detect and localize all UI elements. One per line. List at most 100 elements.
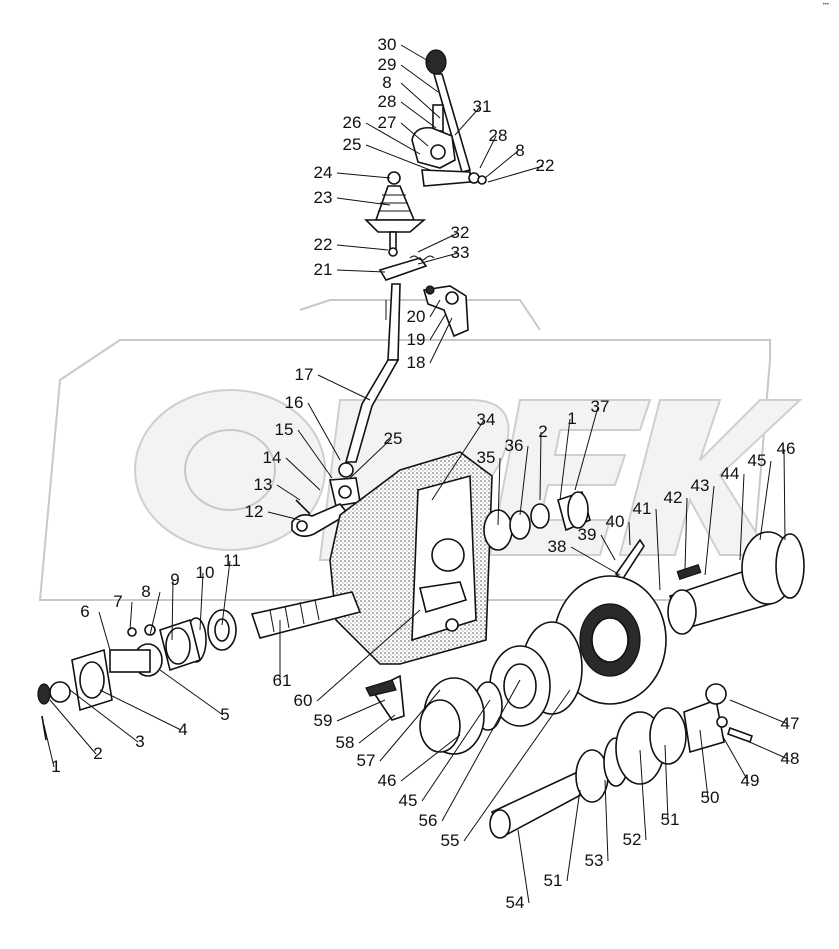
leader-line bbox=[400, 44, 431, 63]
bearing-51 bbox=[575, 749, 609, 803]
callout-c52: 52 bbox=[623, 749, 647, 849]
part-number-label: 47 bbox=[781, 714, 800, 733]
part-number-label: 48 bbox=[781, 749, 800, 768]
part-number-label: 60 bbox=[294, 691, 313, 710]
part-number-label: 11 bbox=[223, 551, 241, 570]
callout-c24: 24 bbox=[314, 163, 391, 182]
leader-line bbox=[699, 729, 709, 799]
part-number-label: 41 bbox=[633, 499, 652, 518]
part-number-label: 57 bbox=[357, 751, 376, 770]
callout-c58: 58 bbox=[336, 714, 396, 752]
washer-49 bbox=[716, 716, 728, 728]
callout-c22b: 22 bbox=[314, 235, 389, 254]
callout-c45a: 45 bbox=[748, 451, 772, 541]
leader-line bbox=[49, 699, 97, 755]
callout-c53: 53 bbox=[585, 779, 609, 870]
leader-line bbox=[400, 64, 439, 93]
transfer-case-housing bbox=[329, 451, 493, 665]
fork-59 bbox=[365, 679, 397, 697]
leader-line bbox=[199, 572, 204, 631]
callout-c1a: 1 bbox=[559, 409, 577, 501]
splined-shaft bbox=[250, 591, 362, 639]
part-number-label: 55 bbox=[441, 831, 460, 850]
lower-shaft-assembly bbox=[489, 683, 754, 839]
leader-line bbox=[400, 734, 461, 782]
callout-c49: 49 bbox=[721, 734, 759, 790]
leader-line bbox=[454, 106, 481, 136]
nut-47 bbox=[705, 683, 727, 705]
bearing-51b bbox=[649, 707, 687, 765]
gear-cluster bbox=[365, 575, 667, 755]
part-number-label: 51 bbox=[661, 810, 680, 829]
callout-c48: 48 bbox=[744, 739, 800, 768]
leader-line bbox=[365, 122, 421, 155]
leader-line bbox=[336, 699, 386, 722]
part-number-label: 39 bbox=[578, 525, 597, 544]
leader-line bbox=[400, 101, 437, 129]
cotter-pin-1 bbox=[41, 715, 47, 741]
callout-c8c: 8 bbox=[141, 582, 161, 636]
part-number-label: 3 bbox=[135, 732, 144, 751]
part-number-label: 10 bbox=[196, 563, 215, 582]
nut-2 bbox=[49, 681, 71, 703]
callout-c33: 33 bbox=[417, 243, 469, 265]
leader-line bbox=[417, 252, 459, 265]
callout-c8b: 8 bbox=[484, 141, 525, 179]
leader-line bbox=[98, 611, 111, 651]
callout-c16: 16 bbox=[285, 393, 341, 461]
leader-line bbox=[349, 438, 392, 479]
callout-c39: 39 bbox=[578, 525, 616, 561]
leader-line bbox=[316, 609, 421, 702]
leader-line bbox=[570, 546, 621, 576]
leader-line bbox=[655, 508, 661, 591]
callout-c61: 61 bbox=[273, 620, 291, 690]
leader-line bbox=[267, 511, 301, 521]
leader-line bbox=[664, 744, 669, 821]
leader-line bbox=[487, 165, 544, 183]
callout-c60: 60 bbox=[294, 609, 421, 710]
callout-c37: 37 bbox=[574, 397, 609, 491]
callout-c32: 32 bbox=[417, 223, 469, 253]
callout-c5: 5 bbox=[159, 669, 230, 724]
callout-c18: 18 bbox=[407, 317, 453, 372]
callout-c21: 21 bbox=[314, 260, 386, 279]
shift-lever-arm bbox=[378, 257, 428, 281]
part-number-label: 56 bbox=[419, 811, 438, 830]
part-number-label: 28 bbox=[378, 92, 397, 111]
callout-c35: 35 bbox=[477, 448, 501, 526]
leader-line bbox=[336, 269, 386, 273]
lever-link bbox=[421, 169, 471, 187]
leader-line bbox=[421, 699, 491, 802]
callout-c56: 56 bbox=[419, 679, 521, 830]
leader-line bbox=[497, 457, 501, 526]
leader-line bbox=[479, 135, 497, 169]
leader-line bbox=[721, 734, 749, 782]
watermark-logo bbox=[38, 299, 803, 601]
part-number-label: 53 bbox=[585, 851, 604, 870]
leader-line bbox=[221, 560, 231, 626]
part-number-label: 25 bbox=[343, 135, 362, 154]
callout-c2a: 2 bbox=[538, 422, 548, 501]
part-number-label: 36 bbox=[505, 436, 524, 455]
callout-c29: 29 bbox=[378, 55, 439, 93]
leader-line bbox=[639, 749, 647, 841]
part-number-label: 18 bbox=[407, 353, 426, 372]
callout-c36: 36 bbox=[505, 436, 529, 516]
callout-c7: 7 bbox=[113, 592, 133, 631]
callout-c42: 42 bbox=[664, 488, 688, 571]
part-number-label: 22 bbox=[314, 235, 333, 254]
callout-c47: 47 bbox=[729, 699, 800, 733]
part-number-label: 29 bbox=[378, 55, 397, 74]
callout-c44: 44 bbox=[721, 464, 745, 561]
leader-line bbox=[358, 714, 396, 744]
leader-line bbox=[628, 521, 631, 546]
leader-line bbox=[417, 232, 459, 253]
part-number-label: 6 bbox=[80, 602, 89, 621]
part-number-label: 34 bbox=[477, 410, 496, 429]
part-number-label: 23 bbox=[314, 188, 333, 207]
callout-c12: 12 bbox=[245, 502, 301, 521]
callout-c23: 23 bbox=[314, 188, 391, 207]
coupling-4 bbox=[109, 649, 151, 673]
lever-knob bbox=[425, 49, 447, 75]
